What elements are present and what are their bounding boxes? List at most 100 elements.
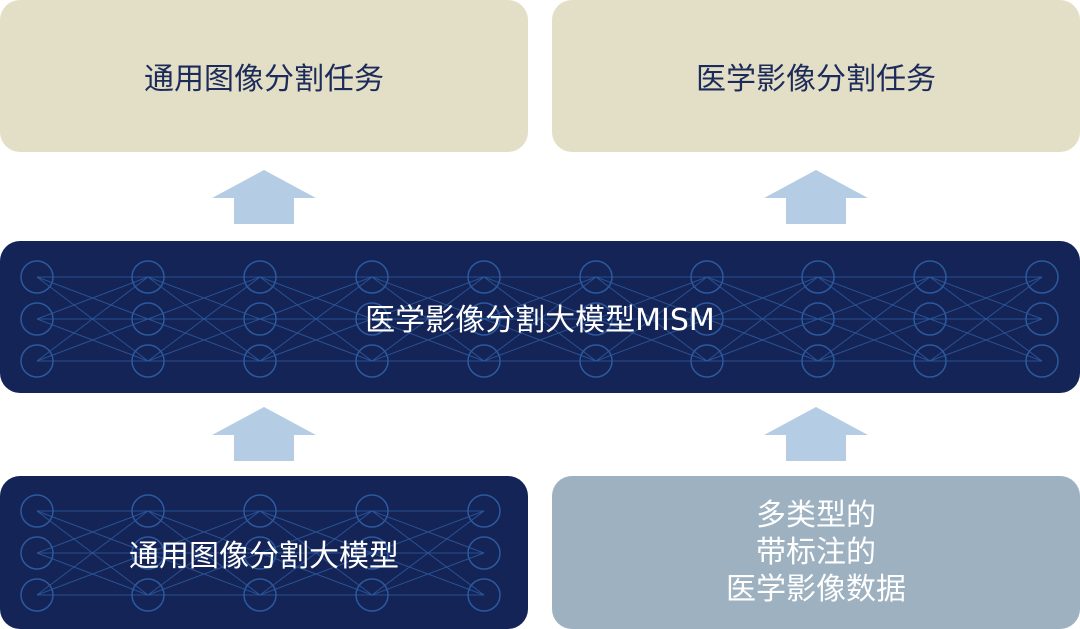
network-edge (259, 510, 373, 596)
network-edge (929, 276, 1043, 320)
network-node (20, 578, 54, 612)
network-edge (36, 510, 149, 596)
general-segmentation-model-box: 通用图像分割大模型 (0, 476, 528, 629)
network-edge (147, 510, 261, 596)
network-node (20, 302, 54, 336)
network-node (690, 302, 724, 336)
network-node (579, 260, 613, 294)
network-node (20, 344, 54, 378)
mism-model-label: 医学影像分割大模型MISM (365, 303, 715, 338)
network-edge (147, 276, 261, 320)
network-node (690, 260, 724, 294)
network-node (913, 302, 947, 336)
network-edge (595, 276, 708, 320)
network-edge (706, 276, 819, 362)
network-edge (147, 318, 261, 362)
network-node (243, 494, 277, 528)
network-node (20, 536, 54, 570)
network-edge (36, 318, 149, 362)
network-edge (36, 276, 149, 320)
network-edge (371, 318, 485, 362)
neural-network-graphic (20, 494, 501, 612)
network-edge (483, 276, 597, 320)
network-edge (36, 510, 149, 554)
network-edge (371, 510, 485, 596)
network-node (355, 302, 389, 336)
network-edge (706, 318, 819, 362)
network-edge (371, 510, 485, 554)
network-node (579, 344, 613, 378)
mism-model-box: 医学影像分割大模型MISM (0, 241, 1080, 393)
network-node (467, 536, 501, 570)
network-node (1025, 260, 1059, 294)
network-node (131, 494, 165, 528)
network-node (355, 536, 389, 570)
general-segmentation-task-box: 通用图像分割任务 (0, 0, 528, 152)
network-node (467, 260, 501, 294)
network-node (131, 302, 165, 336)
general-segmentation-task-label: 通用图像分割任务 (144, 62, 384, 97)
general-segmentation-model-label: 通用图像分割大模型 (129, 538, 399, 574)
network-edge (483, 276, 597, 362)
data-line-3: 医学影像数据 (726, 572, 906, 607)
network-edge (259, 276, 373, 320)
medical-segmentation-task-label: 医学影像分割任务 (696, 62, 936, 97)
data-line-1: 多类型的 (756, 498, 876, 533)
network-node (243, 578, 277, 612)
network-node (579, 302, 613, 336)
arrow-up-icon (764, 170, 868, 224)
arrow-up-icon (212, 170, 316, 224)
network-edge (147, 276, 261, 362)
network-node (243, 536, 277, 570)
network-node (801, 302, 835, 336)
network-edge (595, 276, 708, 362)
network-edge (259, 510, 373, 554)
network-node (243, 344, 277, 378)
network-edge (929, 318, 1043, 362)
network-node (1025, 344, 1059, 378)
network-edge (147, 510, 261, 554)
network-node (355, 578, 389, 612)
data-line-2: 带标注的 (756, 535, 876, 570)
network-node (20, 260, 54, 294)
network-node (801, 344, 835, 378)
network-node (355, 344, 389, 378)
network-node (467, 494, 501, 528)
network-node (355, 494, 389, 528)
network-node (131, 578, 165, 612)
network-edge (595, 318, 708, 362)
network-edge (706, 276, 819, 320)
network-edge (483, 318, 597, 362)
network-edge (259, 552, 373, 596)
network-node (355, 260, 389, 294)
network-edge (817, 276, 931, 362)
network-node (913, 260, 947, 294)
network-edge (36, 552, 149, 596)
network-edge (147, 552, 261, 596)
network-edge (929, 276, 1043, 362)
network-node (467, 344, 501, 378)
network-node (913, 344, 947, 378)
network-edge (817, 276, 931, 320)
network-edge (371, 552, 485, 596)
network-node (1025, 302, 1059, 336)
network-node (20, 494, 54, 528)
arrow-up-icon (764, 407, 868, 461)
network-edge (259, 276, 373, 362)
network-node (131, 536, 165, 570)
network-edge (817, 318, 931, 362)
network-node (243, 302, 277, 336)
network-node (131, 260, 165, 294)
network-node (467, 578, 501, 612)
arrow-up-icon (212, 407, 316, 461)
network-edge (259, 318, 373, 362)
network-node (131, 344, 165, 378)
annotated-medical-data-box: 多类型的 带标注的 医学影像数据 (552, 476, 1080, 629)
network-node (467, 302, 501, 336)
neural-network-graphic (20, 260, 1059, 378)
network-node (243, 260, 277, 294)
network-edge (36, 276, 149, 362)
network-edge (371, 276, 485, 362)
network-edge (371, 276, 485, 320)
network-node (801, 260, 835, 294)
